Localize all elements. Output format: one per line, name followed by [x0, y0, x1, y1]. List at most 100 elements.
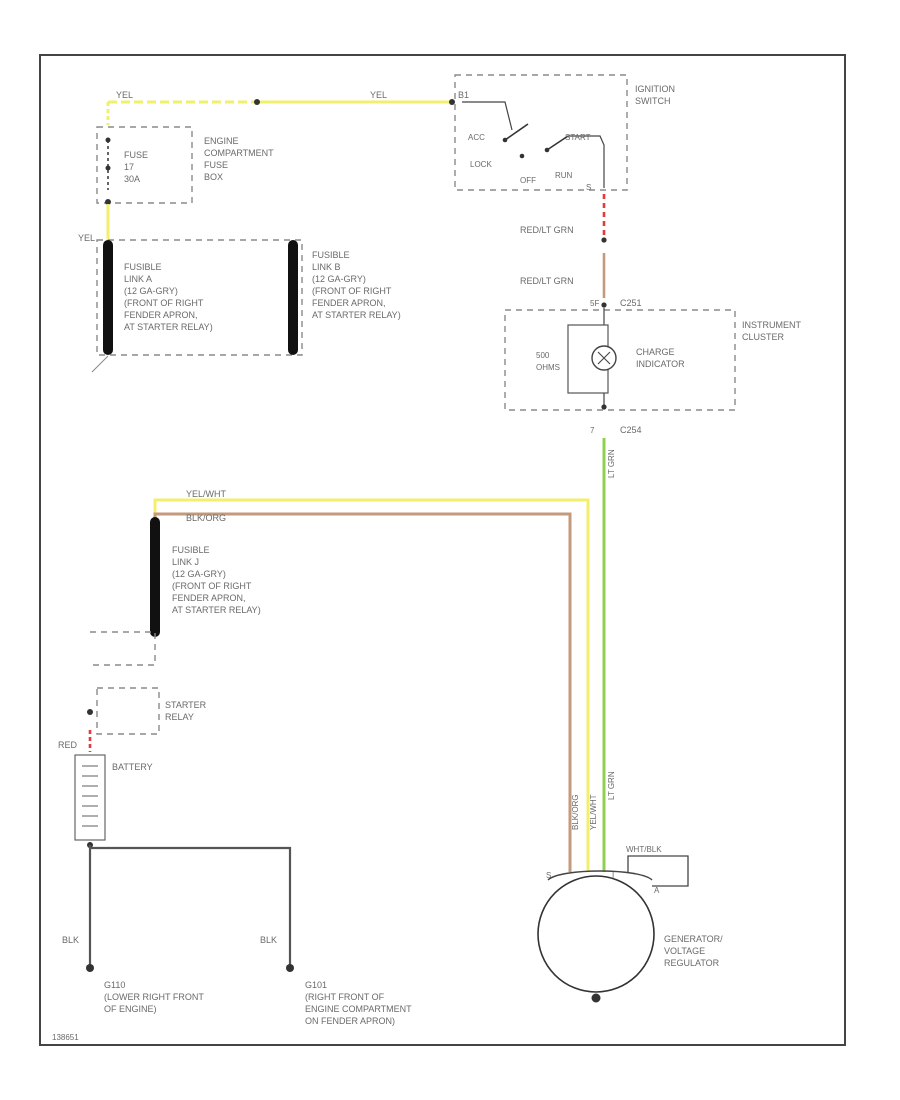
yel-supply-wire: YEL YEL	[106, 90, 452, 125]
wire-label-lt-grn: LT GRN	[607, 771, 616, 800]
generator-wht-blk-label: WHT/BLK	[626, 845, 662, 854]
fusible-link-b-label: AT STARTER RELAY)	[312, 310, 401, 320]
fusible-link-j-label: FUSIBLE	[172, 545, 210, 555]
fusible-link-b-label: LINK B	[312, 262, 341, 272]
red-lt-grn-wire: RED/LT GRN RED/LT GRN	[520, 194, 607, 298]
battery: BATTERY	[74, 754, 153, 848]
connector-pin-5f: 5F	[590, 299, 599, 308]
engine-compartment-fuse-box: FUSE 17 30A ENGINE COMPARTMENT FUSE BOX …	[78, 126, 274, 243]
fusible-link-a-label: (FRONT OF RIGHT	[124, 298, 204, 308]
ground-g101-label: ON FENDER APRON)	[305, 1016, 395, 1026]
diagram-frame	[39, 54, 846, 1046]
wire-label-yel-wht: YEL/WHT	[589, 794, 598, 830]
wire-label-yel-wht: YEL/WHT	[186, 489, 227, 499]
wire-label-blk-org: BLK/ORG	[186, 513, 226, 523]
ground-g110-label: OF ENGINE)	[104, 1004, 157, 1014]
fusible-link-j-label: LINK J	[172, 557, 199, 567]
fusible-link-j-label: FENDER APRON,	[172, 593, 246, 603]
fusible-link-b: FUSIBLE LINK B (12 GA-GRY) (FRONT OF RIG…	[288, 240, 401, 355]
charge-indicator-label: CHARGE	[636, 347, 675, 357]
ignition-switch-title: IGNITION	[635, 84, 675, 94]
fusible-link-a-label: LINK A	[124, 274, 152, 284]
fusible-link-a-label: FUSIBLE	[124, 262, 162, 272]
fusible-link-b-label: FUSIBLE	[312, 250, 350, 260]
instrument-cluster: 5F C251 500 OHMS CHARGE INDICATOR INSTRU…	[504, 298, 801, 435]
fuse-label: FUSE	[124, 150, 148, 160]
ground-g110: G110 (LOWER RIGHT FRONT OF ENGINE)	[104, 980, 204, 1014]
yel-wht-wire: YEL/WHT YEL/WHT	[153, 489, 598, 872]
fusible-link-a-label: FENDER APRON,	[124, 310, 198, 320]
generator-voltage-regulator: WHT/BLK A S I GENERATOR/ VOLTAGE REGULAT…	[537, 845, 723, 1003]
ground-g101: G101 (RIGHT FRONT OF ENGINE COMPARTMENT …	[305, 980, 412, 1026]
generator-label: REGULATOR	[664, 958, 720, 968]
ground-g110-label: (LOWER RIGHT FRONT	[104, 992, 204, 1002]
fuse-box-label: ENGINE	[204, 136, 239, 146]
fuse-box-label: BOX	[204, 172, 223, 182]
ground-g101-label: (RIGHT FRONT OF	[305, 992, 385, 1002]
ground-g110-terminal	[86, 964, 94, 972]
fusible-link-a-label: (12 GA-GRY)	[124, 286, 178, 296]
connector-c251: C251	[620, 298, 642, 308]
wire-label-blk: BLK	[260, 935, 277, 945]
generator-body	[537, 875, 655, 993]
figure-id: 138651	[52, 1033, 79, 1042]
connector-pin-7: 7	[590, 426, 595, 435]
ignition-lock-label: LOCK	[470, 160, 492, 169]
generator-pin-a: A	[654, 886, 660, 895]
ignition-start-label: START	[565, 133, 591, 142]
ground-wires: BLK BLK	[62, 845, 294, 972]
battery-label: BATTERY	[112, 762, 153, 772]
generator-pin-s: S	[546, 871, 551, 880]
resistor-label: OHMS	[536, 363, 560, 372]
starter-relay-label: STARTER	[165, 700, 207, 710]
wire-label-red: RED	[58, 740, 78, 750]
ignition-acc-label: ACC	[468, 133, 485, 142]
starter-relay-label: RELAY	[165, 712, 194, 722]
wire-label-red-lt-grn: RED/LT GRN	[520, 225, 574, 235]
generator-label: VOLTAGE	[664, 946, 705, 956]
instrument-cluster-title: INSTRUMENT	[742, 320, 801, 330]
fusible-link-b-label: FENDER APRON,	[312, 298, 386, 308]
ignition-pin-s: S	[586, 183, 591, 192]
connector-c254: C254	[620, 425, 642, 435]
wire-label-lt-grn: LT GRN	[607, 449, 616, 478]
ignition-pin-b1: B1	[458, 90, 469, 100]
ground-g110-label: G110	[104, 980, 125, 990]
wire-label-yel: YEL	[116, 90, 133, 100]
blk-org-wire: BLK/ORG BLK/ORG	[153, 512, 580, 872]
fuse-box-label: FUSE	[204, 160, 228, 170]
generator-label: GENERATOR/	[664, 934, 723, 944]
fusible-link-j: FUSIBLE LINK J (12 GA-GRY) (FRONT OF RIG…	[90, 517, 261, 666]
fuse-number: 17	[124, 162, 134, 172]
generator-pin-i: I	[612, 871, 614, 880]
wire-label-yel: YEL	[370, 90, 387, 100]
ignition-switch-title: SWITCH	[635, 96, 671, 106]
wire-label-blk: BLK	[62, 935, 79, 945]
fusible-link-j-label: (12 GA-GRY)	[172, 569, 226, 579]
starter-relay: STARTER RELAY RED	[58, 687, 207, 752]
wire-label-blk-org: BLK/ORG	[571, 794, 580, 830]
wire-label-red-lt-grn: RED/LT GRN	[520, 276, 574, 286]
fusible-link-a-label: AT STARTER RELAY)	[124, 322, 213, 332]
instrument-cluster-title: CLUSTER	[742, 332, 785, 342]
ground-g101-label: ENGINE COMPARTMENT	[305, 1004, 412, 1014]
fusible-link-j-label: AT STARTER RELAY)	[172, 605, 261, 615]
ground-g101-terminal	[286, 964, 294, 972]
fusible-link-j-label: (FRONT OF RIGHT	[172, 581, 252, 591]
wire-label-yel: YEL	[78, 233, 95, 243]
splice-dot	[254, 99, 260, 105]
fuse-rating: 30A	[124, 174, 140, 184]
ignition-switch: B1 ACC START LOCK OFF RUN S IGNITION SWI…	[449, 74, 675, 192]
generator-ground-terminal	[591, 993, 601, 1003]
ground-g101-label: G101	[305, 980, 327, 990]
resistor-label: 500	[536, 351, 550, 360]
ignition-run-label: RUN	[555, 171, 573, 180]
fusible-link-b-label: (FRONT OF RIGHT	[312, 286, 392, 296]
lt-grn-wire: LT GRN LT GRN	[602, 438, 616, 872]
charge-indicator-label: INDICATOR	[636, 359, 685, 369]
ignition-off-label: OFF	[520, 176, 536, 185]
fusible-link-b-label: (12 GA-GRY)	[312, 274, 366, 284]
fuse-box-label: COMPARTMENT	[204, 148, 274, 158]
fusible-link-a: FUSIBLE LINK A (12 GA-GRY) (FRONT OF RIG…	[91, 239, 303, 373]
